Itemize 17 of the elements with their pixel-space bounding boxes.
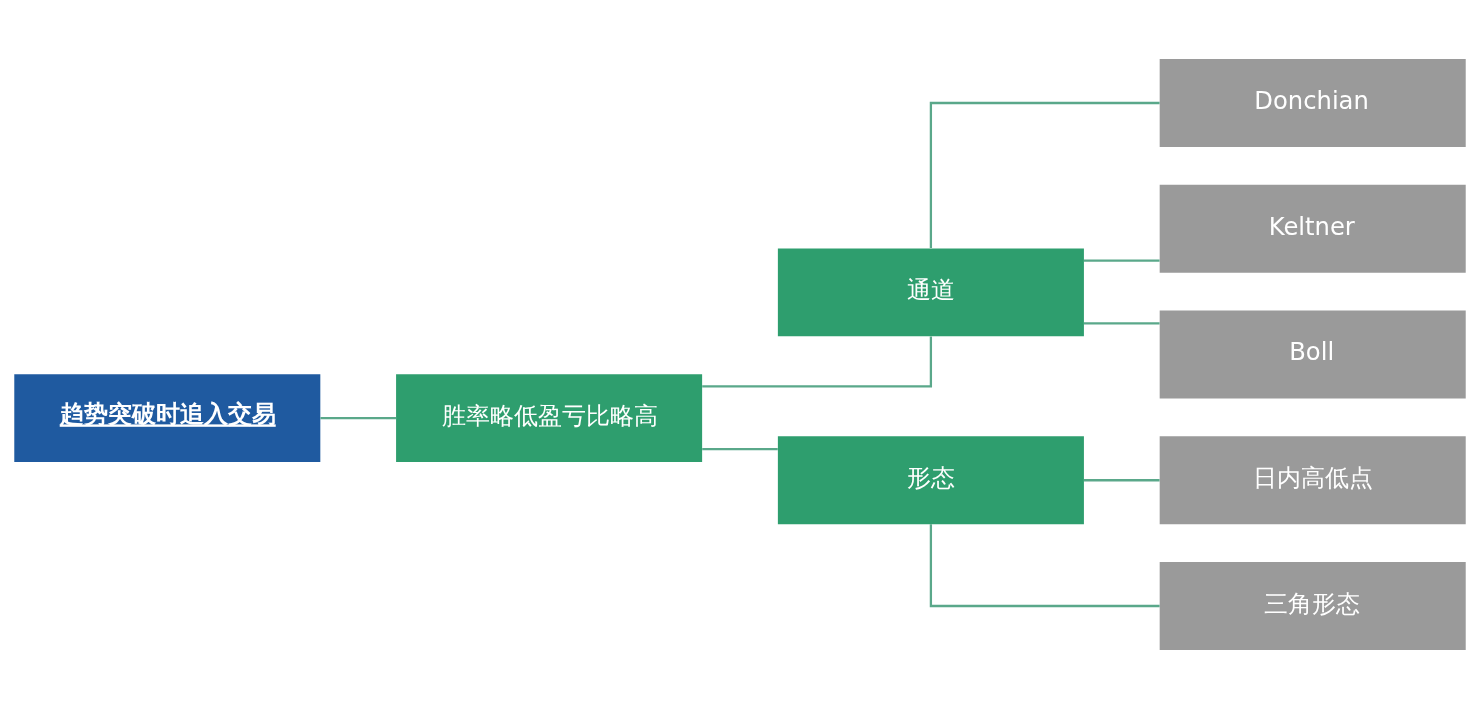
connector — [929, 523, 1160, 607]
node-box: 胜率略低盈亏比略高 — [396, 373, 703, 462]
connector — [1084, 478, 1160, 481]
node-box: 日内高低点 — [1159, 435, 1466, 524]
node-box: Keltner — [1159, 184, 1466, 273]
connector — [1084, 258, 1160, 262]
connector — [320, 416, 396, 419]
node-box: 形态 — [777, 435, 1084, 524]
node-box: Donchian — [1159, 58, 1466, 147]
connector — [929, 101, 1160, 248]
connector — [702, 447, 778, 450]
connector — [1084, 321, 1160, 325]
connector — [702, 336, 933, 387]
node-box: 通道 — [777, 247, 1084, 336]
node-box: Boll — [1159, 310, 1466, 398]
node-box: 趋势突破时追入交易 — [14, 373, 321, 462]
node-box: 三角形态 — [1159, 561, 1466, 650]
